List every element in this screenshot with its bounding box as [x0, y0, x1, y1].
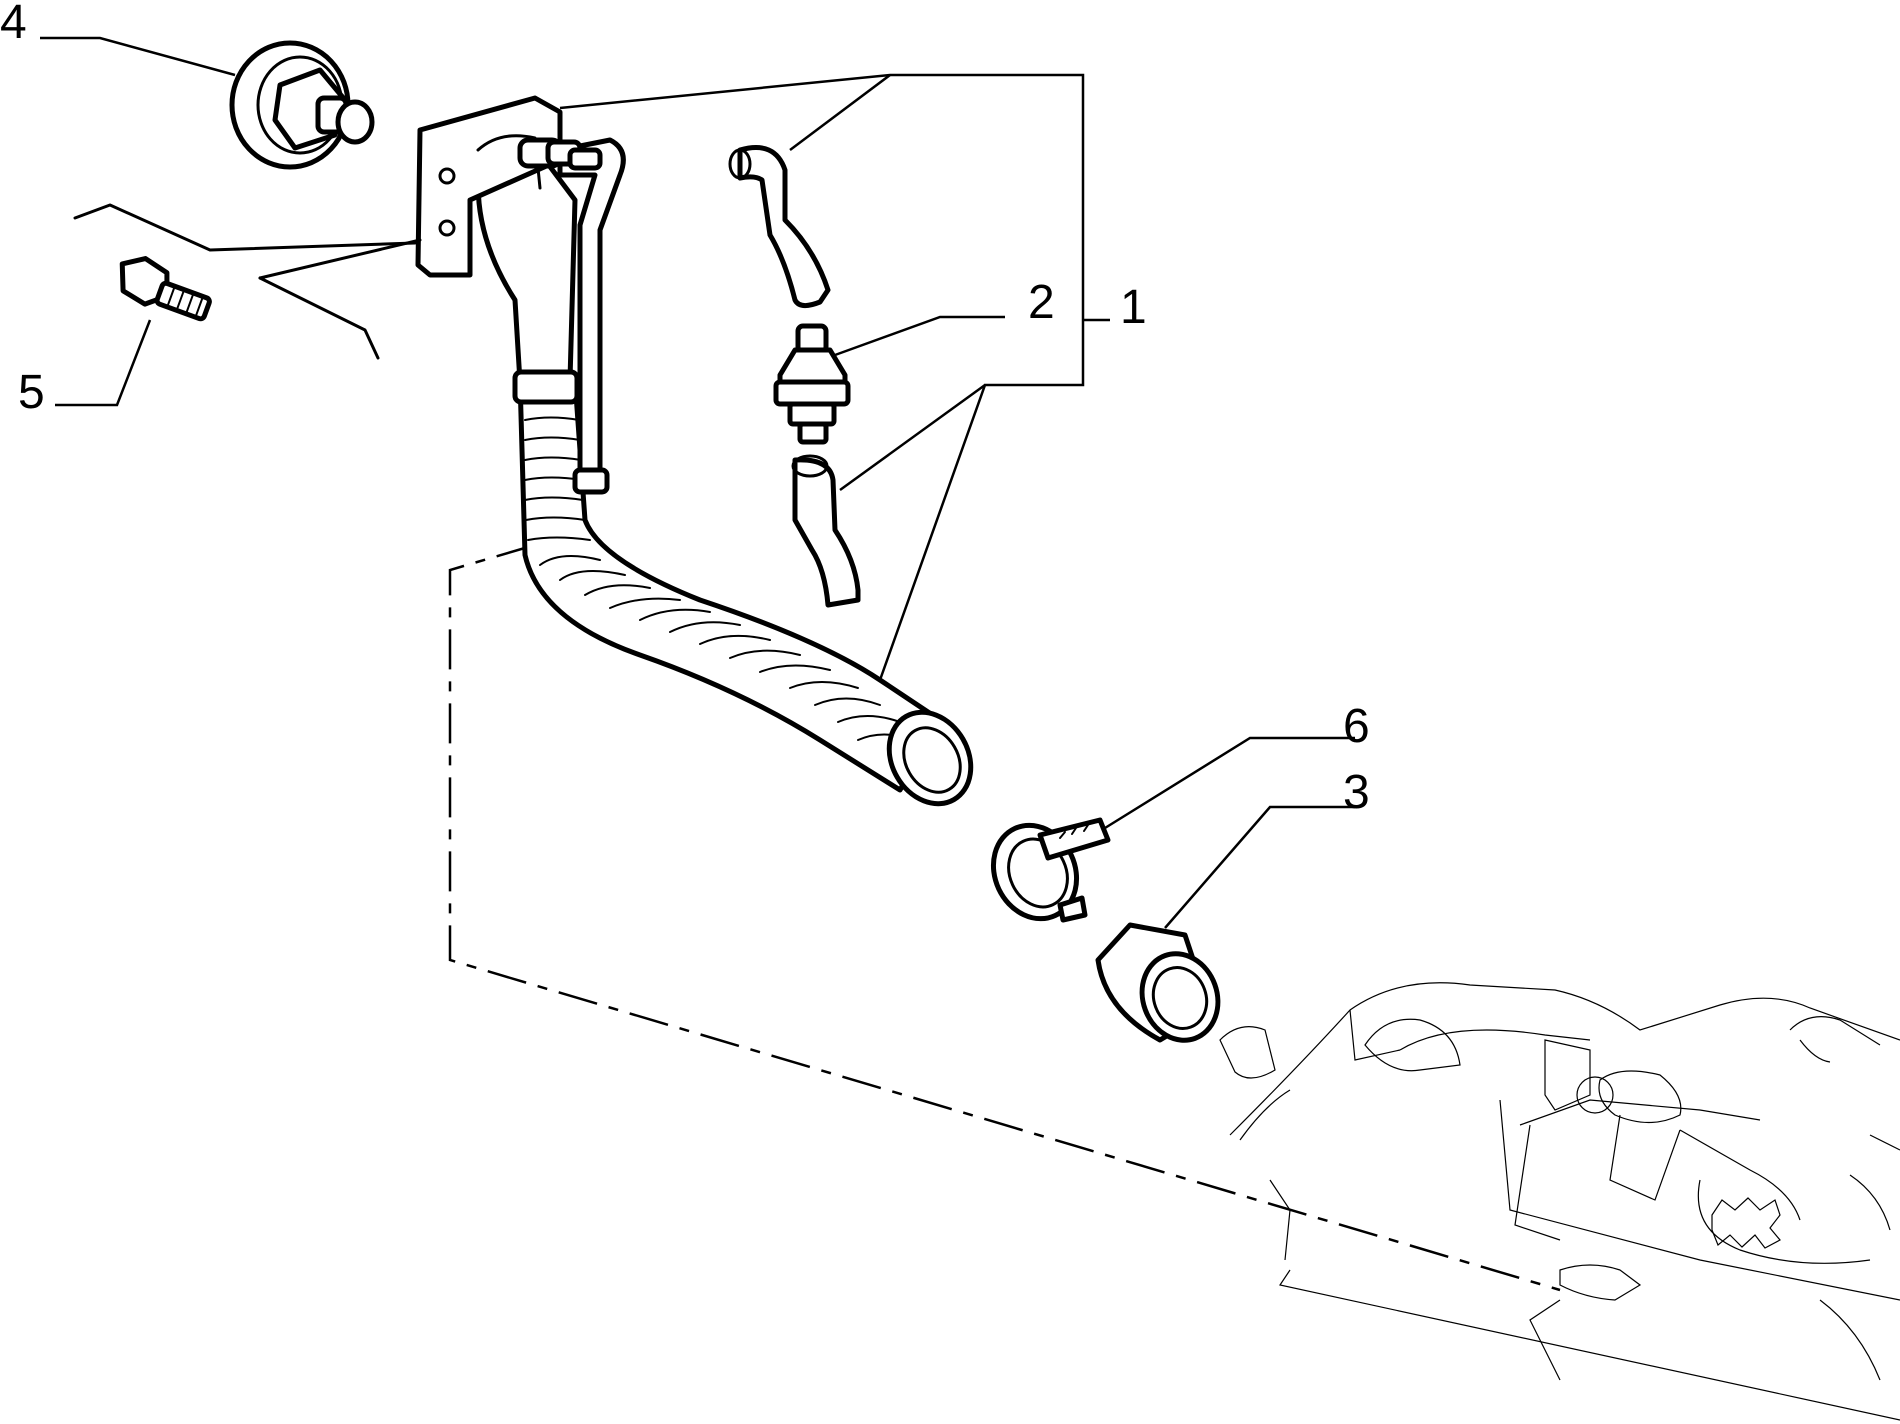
- filler-neck-assembly: [415, 95, 974, 807]
- callout-6: 6: [1343, 700, 1370, 753]
- fuel-tank: [1219, 982, 1900, 1421]
- flange-hole-lower: [438, 219, 456, 237]
- callout-2: 2: [1028, 276, 1055, 329]
- vent-hose-lower: [792, 457, 861, 608]
- callout-labels: 4 5 2 1 6 3: [0, 0, 1370, 819]
- assembly-phantom-line: [448, 543, 1561, 1292]
- neck-collar: [512, 369, 580, 405]
- callout-1: 1: [1120, 281, 1147, 334]
- vent-hose-upper: [737, 145, 831, 308]
- flange-hole-upper: [438, 167, 456, 185]
- mounting-bolt: [119, 256, 212, 322]
- callout-4: 4: [0, 0, 27, 49]
- connector-sleeve: [1095, 922, 1221, 1043]
- leader-lines: [40, 36, 1355, 929]
- callout-3: 3: [1343, 766, 1370, 819]
- filler-cap: [229, 40, 375, 170]
- body-panel-line: [73, 203, 417, 252]
- vent-valve: [773, 323, 851, 445]
- callout-5: 5: [18, 366, 45, 419]
- hose-clamp: [990, 817, 1111, 923]
- hose-ribs: [524, 396, 919, 743]
- flange-fittings: [517, 137, 603, 171]
- vent-tube-clip: [572, 467, 610, 495]
- vent-tube: [557, 137, 626, 473]
